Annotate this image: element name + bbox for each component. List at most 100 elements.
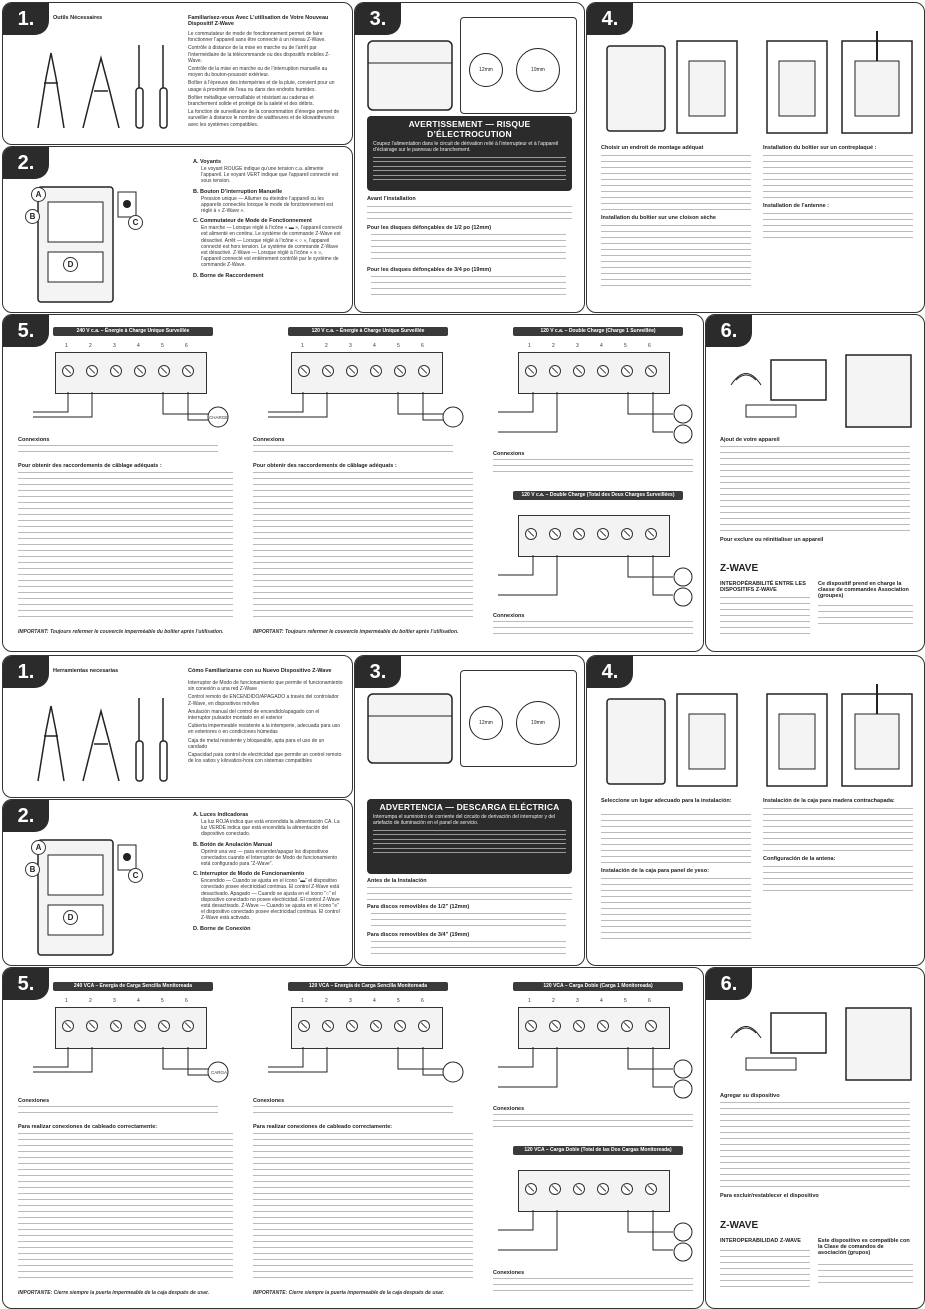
- enclosure-illustration: [367, 693, 453, 764]
- feature-item: Boîtier métallique verrouillable et rési…: [188, 94, 314, 108]
- legend-a-text: La luz ROJA indica que está encendida la…: [201, 819, 340, 838]
- callout-c: C: [128, 215, 143, 230]
- feature-list: Interruptor de Modo de funcionamiento qu…: [188, 680, 343, 764]
- panel-3-es: 3. 12mm 19mm ADVERTENCIA — DESCARGA ELÉC…: [354, 655, 585, 966]
- legend-c-text: En marche — Lorsque réglé à l’icône « ▬ …: [201, 225, 343, 269]
- callout-b: B: [25, 209, 40, 224]
- diagram-title-dual-total: 120 VCA – Carga Doble (Total de las Dos …: [513, 1146, 683, 1155]
- mounting-illustration: [606, 684, 913, 787]
- legend-a-title: A. Luces Indicadoras: [193, 812, 249, 818]
- intro-title: Familiarisez-vous Avec L’utilisation de …: [188, 15, 329, 27]
- feature-item: Capacidad para control de electricidad q…: [188, 752, 342, 765]
- feature-item: La fonction de surveillance de la consom…: [188, 109, 340, 128]
- knockout-12mm: 12mm: [469, 706, 503, 740]
- intro-title: Cómo Familiarizarse con su Nuevo Disposi…: [188, 668, 332, 674]
- callout-b: B: [25, 862, 40, 877]
- legend-text: A. Luces Indicadoras La luz ROJA indica …: [193, 812, 343, 932]
- diagram-title-dual: 120 V c.a. – Double Charge (Charge 1 Sur…: [513, 327, 683, 336]
- three-quarter-title: Pour les disques défonçables de 3/4 po (…: [367, 267, 492, 273]
- device-illustration: [37, 839, 137, 956]
- plywood-title: Instalación de la caja para madera contr…: [763, 798, 895, 804]
- callout-a: A: [31, 840, 46, 855]
- panel-3-fr: 3. 12mm 19mm AVERTISSEMENT — RISQUE D’ÉL…: [354, 2, 585, 313]
- tools-illustration: [37, 45, 168, 129]
- tools-title: Outils Nécessaires: [53, 15, 103, 21]
- antenna-title: Installation de l’antenne :: [763, 203, 830, 209]
- step-badge: 5.: [3, 315, 49, 347]
- legend-d-title: D. Borne de Conexión: [193, 925, 251, 932]
- tools-title: Herramientas necesarias: [53, 668, 119, 674]
- step-badge: 6.: [706, 315, 752, 347]
- legend-b-text: Pression unique — Allumer ou éteindre l’…: [201, 195, 334, 215]
- controller-illustration: [730, 354, 912, 428]
- step-badge: 4.: [587, 656, 633, 688]
- step-badge: 1.: [3, 3, 49, 35]
- legend-b-title: B. Botón de Anulación Manual: [193, 841, 273, 848]
- warning-text: Interrumpa el suministro de corriente de…: [373, 814, 556, 827]
- feature-item: Cubierta impermeable resistente a la int…: [188, 723, 341, 736]
- legend-b-text: Oprimir una vez — para encender/apagar l…: [201, 848, 338, 868]
- panel-4-es: 4. Seleccione un lugar adecuado para la …: [586, 655, 925, 966]
- knockout-12mm: 12mm: [469, 53, 503, 87]
- legend-a-text: Le voyant ROUGE indique qu’une tension c…: [201, 166, 339, 185]
- three-quarter-title: Para discos removibles de 3/4" (19mm): [367, 932, 470, 938]
- feature-item: Le commutateur de mode de fonctionnement…: [188, 31, 326, 44]
- step-badge: 2.: [3, 147, 49, 179]
- panel-1-fr: 1. Outils Nécessaires Familiarisez-vous …: [2, 2, 353, 145]
- panel-1-es: 1. Herramientas necesarias Cómo Familiar…: [2, 655, 353, 798]
- legend-c-title: C. Commutateur de Mode de Fonctionnement: [193, 218, 312, 225]
- legend-b-title: B. Bouton D’interruption Manuelle: [193, 188, 283, 195]
- add-device-title: Agregar su dispositivo: [720, 1093, 780, 1099]
- load-label: CARGA: [211, 1070, 228, 1075]
- callout-a: A: [31, 187, 46, 202]
- load-label: CHARGE: [209, 415, 229, 420]
- choose-location-title: Choisir un endroit de montage adéquat: [601, 145, 704, 151]
- add-device-title: Ajout de votre appareil: [720, 437, 780, 443]
- drywall-title: Instalación de la caja para panel de yes…: [601, 868, 709, 874]
- mounting-illustration: [606, 31, 913, 134]
- panel-6-fr: 6. Ajout de votre appareil Pour exclure …: [705, 314, 925, 652]
- before-install-title: Antes de la Instalación: [367, 878, 427, 884]
- callout-d: D: [63, 910, 78, 925]
- step-badge: 4.: [587, 3, 633, 35]
- antenna-title: Configuración de la antena:: [763, 856, 836, 862]
- interop-title: INTEROPERABILIDAD Z-WAVE: [720, 1238, 801, 1244]
- connections-title: Connexions: [18, 437, 50, 443]
- before-install-title: Avant l’installation: [367, 196, 416, 202]
- panel-5-es: 5. 240 VCA – Energía de Carga Sencilla M…: [2, 967, 704, 1309]
- feature-item: Contrôle à distance de la mise en marche…: [188, 45, 331, 64]
- callout-d: D: [63, 257, 78, 272]
- controller-illustration: [730, 1007, 912, 1081]
- step-badge: 3.: [355, 3, 401, 35]
- diagram-title-120v: 120 V c.a. – Énergie à Charge Unique Sur…: [288, 327, 448, 336]
- feature-item: Interruptor de Modo de funcionamiento qu…: [188, 680, 343, 693]
- half-inch-title: Para discos removibles de 1/2" (12mm): [367, 904, 470, 910]
- knockout-19mm: 19mm: [516, 48, 560, 92]
- wiring-title: Pour obtenir des raccordements de câblag…: [18, 463, 162, 469]
- half-inch-title: Pour les disques défonçables de 1/2 po (…: [367, 225, 492, 231]
- reset-title: Pour exclure ou réinitialiser un apparei…: [720, 537, 824, 543]
- legend-a-title: A. Voyants: [193, 159, 222, 165]
- panel-2-fr: 2. A B C D A. Voyants Le voyant ROUGE in…: [2, 146, 353, 313]
- legend-text: A. Voyants Le voyant ROUGE indique qu’un…: [193, 159, 343, 279]
- step-badge: 5.: [3, 968, 49, 1000]
- legend-d-title: D. Borne de Raccordement: [193, 272, 264, 279]
- feature-item: Caja de metal resistente y bloqueable, a…: [188, 737, 325, 750]
- feature-item: Control remoto de ENCENDIDO/APAGADO a tr…: [188, 694, 339, 707]
- panel-2-es: 2. A B C D A. Luces Indicadoras La luz R…: [2, 799, 353, 966]
- step-badge: 2.: [3, 800, 49, 832]
- zwave-logo: Z-WAVE: [720, 563, 759, 574]
- warning-text: Coupez l’alimentation dans le circuit de…: [373, 141, 559, 154]
- enclosure-illustration: [367, 40, 453, 111]
- group-title: Ce dispositif prend en charge la classe …: [818, 581, 909, 599]
- knockout-box: 12mm 19mm: [460, 17, 577, 114]
- diagram-title-120v: 120 VCA – Energía de Carga Sencilla Moni…: [288, 982, 448, 991]
- shock-warning: AVERTISSEMENT — RISQUE D’ÉLECTROCUTION C…: [367, 116, 572, 191]
- warning-title: AVERTISSEMENT — RISQUE D’ÉLECTROCUTION: [408, 119, 531, 139]
- panel-6-es: 6. Agregar su dispositivo Para excluir/r…: [705, 967, 925, 1309]
- diagram-title-240v: 240 V c.a. – Énergie à Charge Unique Sur…: [53, 327, 213, 336]
- tools-illustration: [37, 698, 168, 782]
- shock-warning: ADVERTENCIA — DESCARGA ELÉCTRICA Interru…: [367, 799, 572, 874]
- panel-4-fr: 4. Choisir un endroit de montage adéquat…: [586, 2, 925, 313]
- legend-c-text: Encendido — Cuando se ajusta en el ícono…: [201, 878, 340, 922]
